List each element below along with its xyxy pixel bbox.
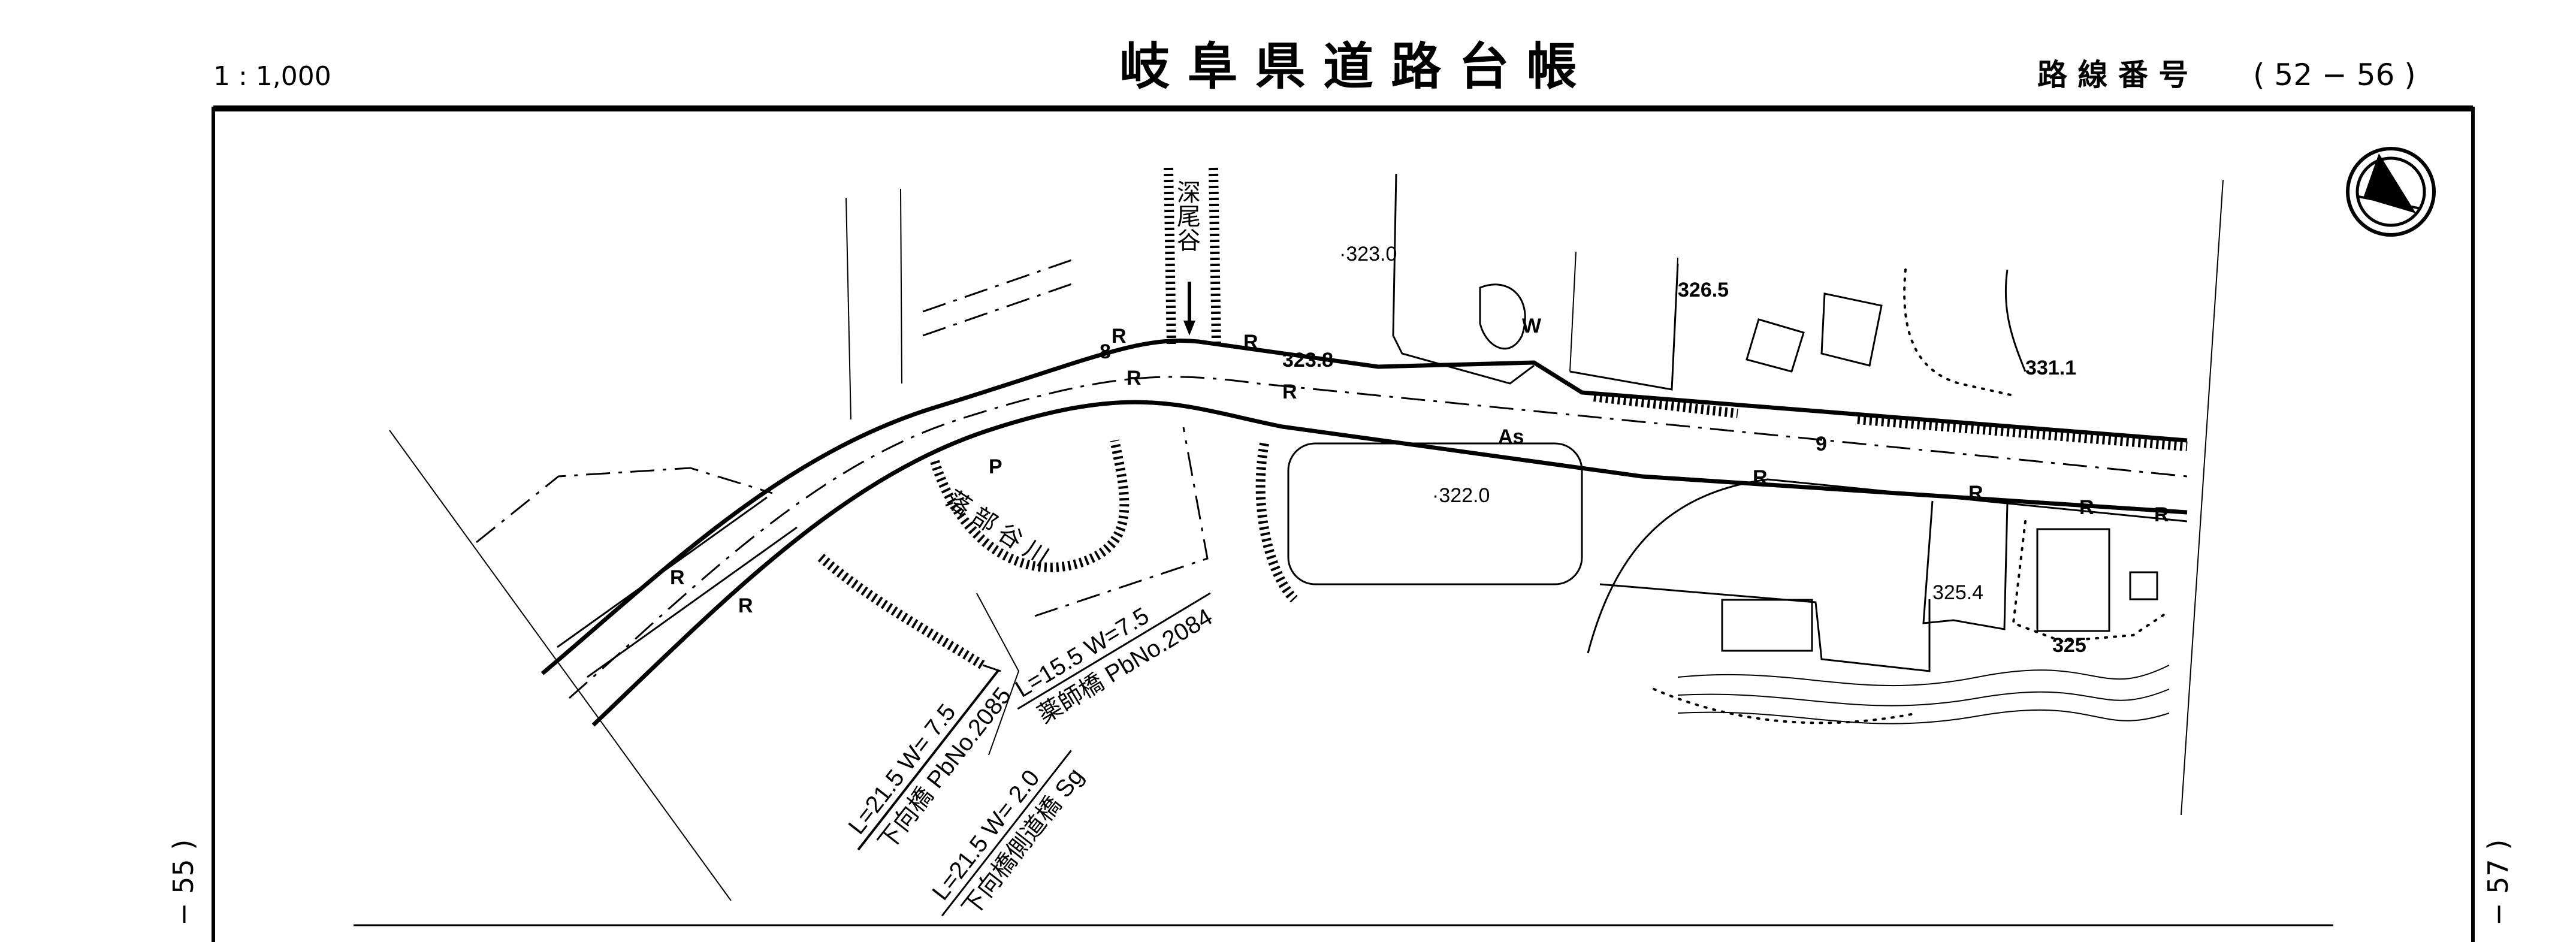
scale-label: 1 : 1,000 — [213, 61, 331, 92]
marker-r: R — [1243, 331, 1258, 354]
boundary-dash-line — [1034, 427, 1209, 617]
upper-parcels — [845, 173, 2027, 420]
sheet-title: 岐 阜 県 道 路 台 帳 — [1119, 37, 1577, 96]
marker-r: R — [738, 594, 753, 617]
river-name-ochibedani: 落 部 谷 川 — [941, 486, 1053, 571]
marker-r: R — [2079, 496, 2094, 519]
stream-name-fukaodani: 深尾谷 — [1173, 180, 1200, 252]
marker-r: R — [1127, 367, 1141, 390]
marker-r: R — [1282, 381, 1297, 403]
elevation-326-5: 326.5 — [1678, 279, 1729, 301]
marker-r: R — [2154, 503, 2169, 526]
route-number-label: 路 線 番 号 — [2037, 58, 2188, 92]
boundary-line-left — [476, 467, 773, 544]
marker-r: R — [1112, 325, 1127, 348]
pond — [1287, 442, 1583, 585]
elevation-322-0: ·322.0 — [1432, 484, 1490, 507]
elevation-331-1: 331.1 — [2025, 357, 2076, 379]
map-frame — [212, 107, 2475, 942]
pond-embankment — [1255, 442, 1298, 603]
bridge-leader-lines — [976, 593, 1020, 756]
side-road — [557, 496, 798, 678]
marker-p: P — [989, 455, 1002, 478]
marker-w: W — [1522, 315, 1542, 337]
road-width-8: 8 — [1100, 340, 1111, 363]
marker-r: R — [1968, 482, 1983, 505]
sheet-match-line-right — [2181, 179, 2224, 816]
elevation-323-0: ·323.0 — [1339, 243, 1397, 265]
right-page-number: − 57 ) — [2482, 840, 2514, 926]
left-page-number: − 55 ) — [167, 840, 200, 926]
sheet-match-line-left — [389, 430, 732, 901]
pavement-label: As — [1498, 425, 1524, 448]
elevation-323-8: 323.8 — [1282, 349, 1333, 372]
lower-parcels — [1587, 478, 2188, 724]
elevation-325: 325 — [2052, 634, 2086, 657]
route-number-value: ( 52 − 56 ) — [2253, 58, 2416, 92]
bridge-annotation-yakushi: L=15.5 W=7.5 薬師橋 PbNo.2084 — [1011, 592, 1217, 729]
elevation-325-4: 325.4 — [1932, 581, 1983, 604]
north-arrow-icon — [2346, 147, 2436, 237]
fukaodani-stream — [1164, 167, 1221, 345]
marker-r: R — [670, 566, 685, 589]
marker-r: R — [1753, 466, 1768, 489]
road-width-9: 9 — [1816, 433, 1827, 455]
